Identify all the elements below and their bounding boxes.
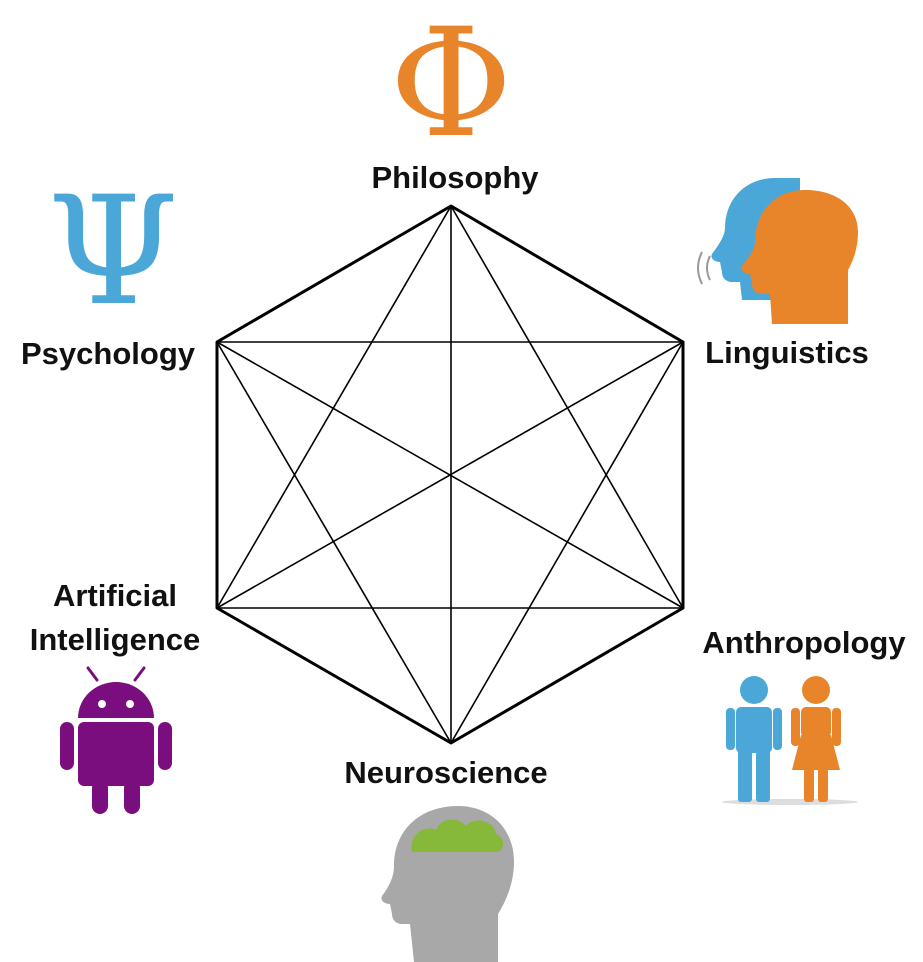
- node-anthropology: Anthropology: [702, 625, 906, 805]
- android-robot-icon: [60, 666, 172, 814]
- chord-philosophy-anthropology: [450, 205, 684, 609]
- psi-symbol-icon: Ψ: [47, 165, 179, 339]
- neuroscience-label: Neuroscience: [344, 755, 547, 790]
- anthropology-label: Anthropology: [702, 625, 906, 660]
- hexagon-network: [215, 204, 685, 745]
- chord-anthropology-psychology: [216, 341, 684, 609]
- chord-philosophy-ai: [216, 205, 452, 609]
- ai-label-line1: Artificial: [53, 578, 177, 613]
- head-brain-icon: [381, 806, 514, 962]
- node-artificial-intelligence: Artificial Intelligence: [30, 578, 201, 814]
- node-psychology: Ψ Psychology: [21, 165, 196, 371]
- man-woman-icon: [722, 676, 858, 805]
- ai-label-line2: Intelligence: [30, 622, 201, 657]
- node-neuroscience: Neuroscience: [344, 755, 548, 962]
- linguistics-label: Linguistics: [705, 335, 869, 370]
- node-philosophy: Φ Philosophy: [371, 0, 539, 195]
- node-linguistics: Linguistics: [697, 178, 869, 370]
- phi-symbol-icon: Φ: [390, 0, 513, 171]
- hexagon-chords: [216, 205, 684, 744]
- philosophy-label: Philosophy: [371, 160, 539, 195]
- speaking-heads-icon: [697, 178, 858, 324]
- chord-neuroscience-psychology: [216, 341, 452, 744]
- psychology-label: Psychology: [21, 336, 196, 371]
